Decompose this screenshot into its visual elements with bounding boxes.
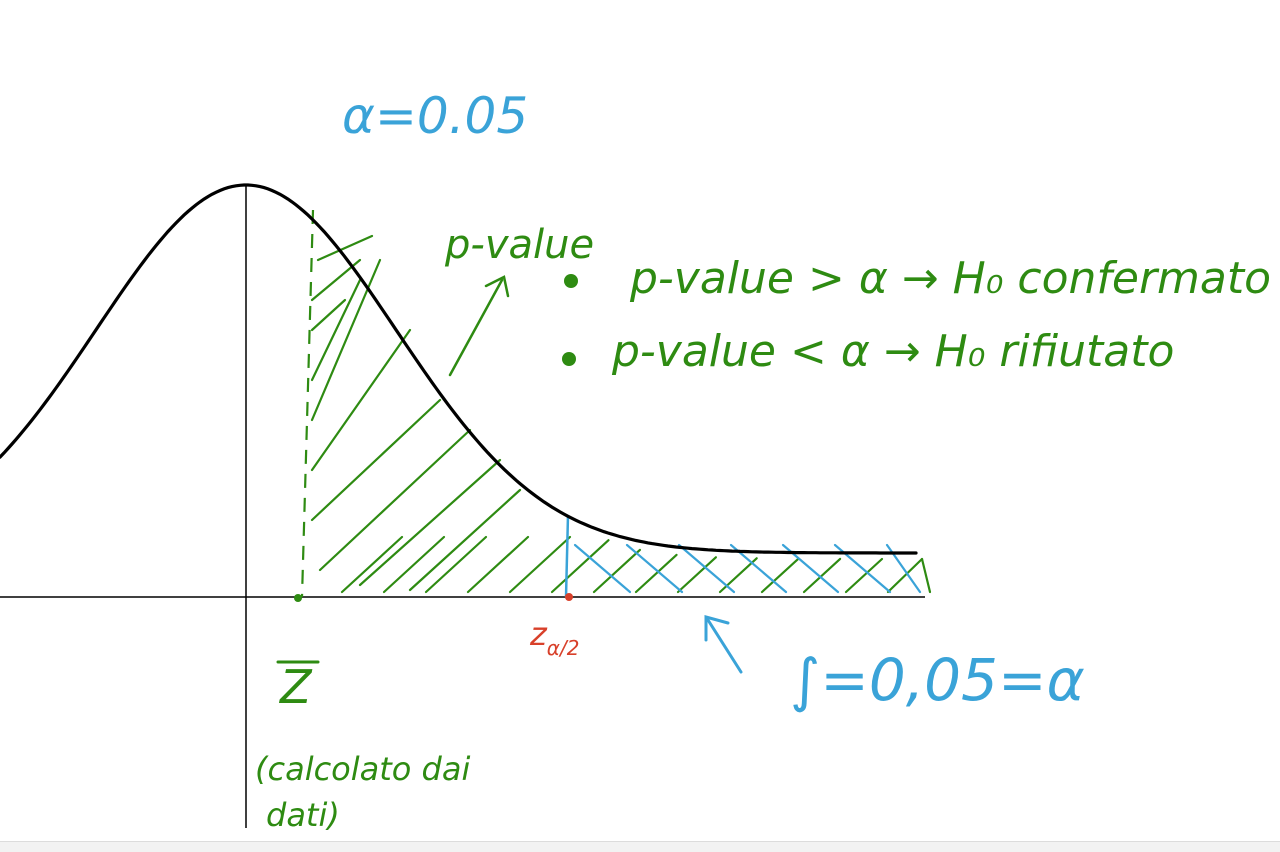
hatch-line	[634, 553, 678, 594]
hatch-line	[310, 258, 382, 422]
pvalue-arrow-head	[484, 275, 510, 298]
hatch-line	[318, 428, 472, 572]
critical-line	[564, 514, 570, 598]
hatch-line	[508, 535, 572, 594]
critical-label: zα/2	[529, 615, 579, 660]
cross-hatch-line	[677, 543, 736, 594]
hatch-line	[310, 278, 362, 382]
rule-2: p-value < α → H₀ rifiutato	[611, 326, 1174, 377]
integral-arrow-shaft	[706, 618, 743, 674]
hatch-line	[550, 539, 610, 594]
z-label: Z	[278, 660, 313, 714]
bottom-edge	[0, 841, 1280, 852]
hatch-line	[408, 488, 522, 592]
hatch-line	[844, 557, 884, 594]
z-dashed-line	[300, 209, 315, 598]
hatch-line	[382, 535, 446, 594]
critical-main: z	[529, 615, 548, 653]
hatch-line	[424, 535, 488, 594]
bell-curve	[0, 183, 918, 555]
hatch-line	[310, 398, 442, 522]
critical-sub: α/2	[547, 636, 580, 660]
alpha-label: α=0.05	[342, 87, 528, 145]
rule-bullet-2	[562, 352, 576, 366]
rule-bullet-1	[564, 274, 578, 288]
hatch-line	[802, 557, 842, 594]
hatch-line	[310, 328, 412, 472]
z-point	[294, 594, 302, 602]
integral-arrow-head	[704, 615, 730, 642]
hatch-line	[340, 535, 404, 594]
hatch-line	[676, 556, 718, 594]
hatch-line	[760, 557, 800, 594]
hatch-line	[886, 557, 924, 594]
hatch-line	[310, 298, 347, 332]
cross-hatch-line	[573, 543, 632, 594]
hatch-line	[358, 458, 502, 587]
pvalue-label: p-value	[444, 222, 594, 268]
pvalue-arrow-shaft	[448, 278, 504, 377]
hatch-line	[316, 234, 374, 262]
z-note-line-1: (calcolato dai	[255, 750, 470, 788]
critical-point	[565, 593, 573, 601]
hatch-line	[466, 535, 530, 594]
hatch-line	[920, 557, 932, 594]
hatch-line	[592, 548, 642, 594]
cross-hatch-line	[625, 543, 684, 594]
rule-1: p-value > α → H₀ confermato	[629, 253, 1271, 304]
z-note-line-2: dati)	[266, 796, 340, 834]
integral-label: ∫=0,05=α	[790, 646, 1085, 714]
